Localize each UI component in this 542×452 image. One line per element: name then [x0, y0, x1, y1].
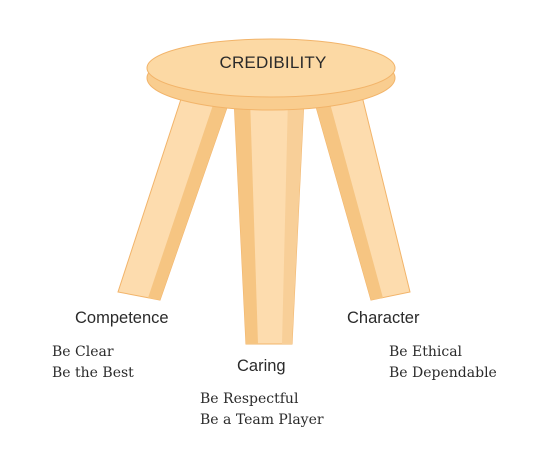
caring-item: Be Respectful — [200, 391, 299, 407]
caring-label: Caring — [237, 357, 286, 375]
competence-item: Be the Best — [52, 365, 134, 381]
competence-item: Be Clear — [52, 344, 114, 360]
character-label: Character — [347, 309, 420, 327]
leg-competence — [117, 95, 232, 301]
character-item: Be Dependable — [389, 365, 497, 381]
leg-character — [312, 95, 411, 301]
character-item: Be Ethical — [389, 344, 463, 360]
competence-items: Be Clear Be the Best — [52, 342, 134, 384]
caring-item: Be a Team Player — [200, 412, 324, 428]
credibility-title: CREDIBILITY — [219, 53, 327, 72]
leg-caring — [233, 97, 305, 345]
stool-seat — [146, 38, 396, 111]
caring-items: Be Respectful Be a Team Player — [200, 389, 324, 431]
character-items: Be Ethical Be Dependable — [389, 342, 497, 384]
competence-label: Competence — [75, 309, 169, 327]
